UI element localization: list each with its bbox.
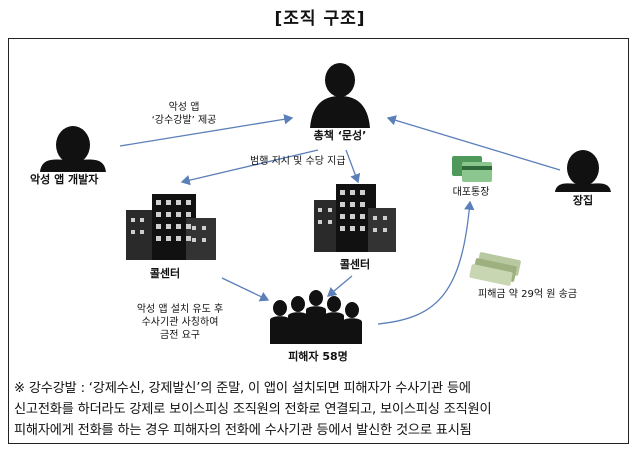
money-stack-icon bbox=[469, 252, 521, 286]
call-center-right-building-icon bbox=[314, 184, 396, 252]
footnote: ※ 강수강발 : ‘강제수신, 강제발신’의 준말, 이 앱이 설치되면 피해자… bbox=[14, 378, 626, 441]
edge-center-to-victims-line2: 수사기관 사칭하여 bbox=[141, 317, 219, 328]
victims-group-icon bbox=[270, 290, 362, 344]
call-center-right-label: 콜센터 bbox=[339, 258, 371, 271]
arrow-center-right-to-victims bbox=[327, 275, 353, 297]
edge-dev-to-boss-label: 악성 앱 ‘강수강발’ 제공 bbox=[134, 101, 234, 127]
arrow-victims-to-account bbox=[377, 200, 475, 325]
page-title: [조직 구조] bbox=[274, 9, 366, 29]
collector-figure-icon bbox=[555, 150, 611, 192]
boss-label: 총책 ‘문성’ bbox=[313, 129, 367, 142]
diagram-frame bbox=[8, 38, 629, 444]
call-center-left-building-icon bbox=[126, 194, 216, 260]
edge-center-to-victims-line1: 악성 앱 설치 유도 후 bbox=[136, 304, 224, 315]
call-center-left-label: 콜센터 bbox=[149, 267, 181, 280]
edge-dev-to-boss-line1: 악성 앱 bbox=[168, 102, 200, 113]
footnote-line-3: 피해자에게 전화를 하는 경우 피해자의 전화에 수사기관 등에서 발신한 것으… bbox=[14, 423, 472, 438]
arrow-boss-to-center-left bbox=[180, 149, 319, 186]
bank-account-label: 대포통장 bbox=[452, 187, 490, 198]
edge-boss-to-centers-label: 범행 지시 및 수당 지급 bbox=[250, 156, 346, 167]
victims-label: 피해자 58명 bbox=[288, 350, 348, 363]
arrow-dev-to-boss bbox=[119, 114, 294, 147]
arrow-center-left-to-victims bbox=[221, 277, 270, 302]
bank-account-icon bbox=[452, 156, 492, 182]
edge-victims-to-account-label: 피해금 약 29억 원 송금 bbox=[478, 289, 578, 300]
developer-figure-icon bbox=[40, 126, 106, 172]
edge-center-to-victims-line3: 금전 요구 bbox=[160, 330, 200, 341]
footnote-line-2: 신고전화를 하더라도 강제로 보이스피싱 조직원의 전화로 연결되고, 보이스피… bbox=[14, 402, 492, 417]
arrow-collector-to-boss bbox=[386, 115, 561, 171]
edge-dev-to-boss-line2: ‘강수강발’ 제공 bbox=[151, 115, 217, 126]
footnote-line-1: ※ 강수강발 : ‘강제수신, 강제발신’의 준말, 이 앱이 설치되면 피해자… bbox=[14, 381, 471, 396]
arrow-boss-to-center-right bbox=[345, 149, 361, 184]
developer-label: 악성 앱 개발자 bbox=[30, 173, 99, 186]
collector-label: 장집 bbox=[572, 194, 594, 207]
boss-figure-icon bbox=[310, 63, 370, 128]
edge-center-to-victims-label: 악성 앱 설치 유도 후 수사기관 사칭하여 금전 요구 bbox=[110, 303, 250, 342]
